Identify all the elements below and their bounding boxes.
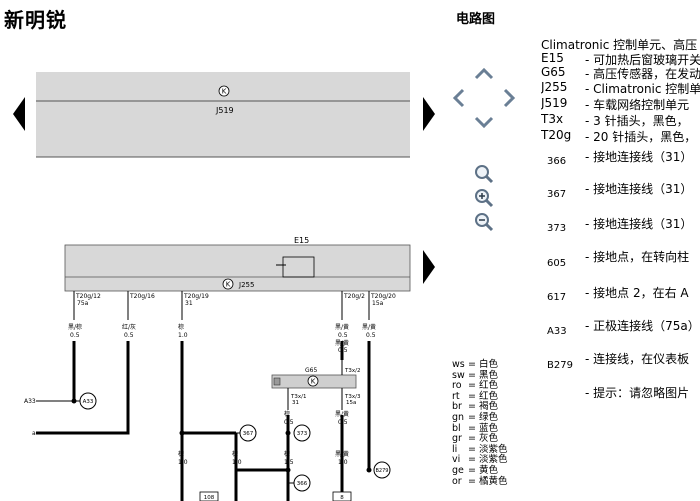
color-code-row: ge= 黄色 [452,464,498,476]
legend-item: G65- 高压传感器，在发动机舱 [541,65,700,81]
arrow-right-icon[interactable] [423,97,435,135]
svg-text:黑/黄: 黑/黄 [335,450,349,458]
k-symbol [218,85,230,97]
svg-text:T20g/12: T20g/12 [75,293,101,300]
a-wire-label: a [32,430,36,437]
svg-text:15a: 15a [346,400,356,406]
svg-text:T3x/1: T3x/1 [290,394,306,400]
svg-text:黑/棕: 黑/棕 [68,323,82,331]
color-code-row: gr= 灰色 [452,433,498,445]
svg-text:15a: 15a [372,300,384,307]
svg-text:T20g/19: T20g/19 [183,293,209,300]
svg-text:1.0: 1.0 [232,459,242,466]
legend-item: T3x- 3 针插头，黑色， [541,112,689,128]
svg-text:棕: 棕 [178,323,184,331]
color-code-row: bl= 蓝色 [452,422,498,434]
svg-text:黑/黄: 黑/黄 [335,410,349,418]
svg-text:T3x/3: T3x/3 [344,394,361,400]
color-code-row: vi= 淡紫色 [452,454,508,466]
a33-wire-label: A33 [24,398,36,405]
e15-label: E15 [294,236,309,245]
zoom-icon[interactable] [473,163,495,189]
svg-text:K: K [226,281,231,289]
svg-text:0.5: 0.5 [366,332,376,339]
pan-right-icon[interactable] [502,88,516,112]
svg-text:0.5: 0.5 [284,419,294,426]
svg-text:T20g/2: T20g/2 [343,293,365,300]
legend-item: 617- 接地点 2，在右 A [547,286,689,302]
svg-text:K: K [311,378,316,386]
svg-text:75a: 75a [77,300,89,307]
color-code-row: rt= 红色 [452,390,498,402]
svg-text:0.5: 0.5 [338,332,348,339]
legend-item: B279- 连接线，在仪表板 [547,352,690,368]
a33-ref: A33 [83,399,94,405]
ground-373: 373 [297,431,308,437]
color-code-row: br= 褐色 [452,401,498,413]
j519-label: J519 [215,106,234,115]
g65-label: G65 [305,367,317,374]
zoom-out-icon[interactable] [473,211,495,237]
legend-heading: Climatronic 控制单元、高压 [541,38,698,52]
svg-text:1.5: 1.5 [284,459,294,466]
legend-item: E15- 可加热后窗玻璃开关 [541,51,700,67]
svg-text:1.0: 1.0 [178,459,188,466]
pan-left-icon[interactable] [452,88,466,112]
color-code-row: ws= 白色 [452,359,498,370]
svg-text:棕: 棕 [178,450,184,458]
color-code-row: or= 橘黄色 [452,475,508,487]
svg-text:0.5: 0.5 [124,332,134,339]
ground-366: 366 [297,481,308,487]
legend-item: T20g- 20 针插头，黑色， [541,128,697,144]
svg-text:T20g/20: T20g/20 [370,293,396,300]
connection-b279: B279 [376,468,389,474]
svg-text:T20g/16: T20g/16 [129,293,155,300]
legend-item: - 提示：请忽略图片 [585,386,690,400]
svg-text:0.5: 0.5 [338,419,348,426]
legend-item: 373- 接地连接线（31） [547,217,693,233]
pan-down-icon[interactable] [474,114,494,133]
legend-item: J519- 车载网络控制单元 [541,96,690,112]
j255-label: J255 [238,281,254,289]
svg-text:红/灰: 红/灰 [122,323,136,331]
arrow-right-icon[interactable] [423,250,435,288]
legend-item: 605- 接地点，在转向柱 [547,250,690,266]
svg-text:31: 31 [185,300,193,307]
svg-text:0.5: 0.5 [338,347,348,354]
legend-item: 367- 接地连接线（31） [547,182,693,198]
svg-text:黑/黄: 黑/黄 [362,323,376,331]
legend-item: J255- Climatronic 控制单元 [541,80,700,96]
color-code-row: ro= 红色 [452,380,498,392]
color-code-row: li= 淡紫色 [452,443,508,455]
color-code-row: gn= 绿色 [452,411,498,423]
brand-title: 新明锐 [4,8,67,32]
svg-text:棕: 棕 [284,450,290,458]
svg-text:T3x/2: T3x/2 [344,368,360,374]
svg-text:黑/黄: 黑/黄 [335,339,349,347]
page-title: 电路图 [456,12,496,27]
k-symbol-label: K [222,88,227,96]
ground-367: 367 [243,431,254,437]
color-code-table: ws= 白色 sw= 黑色 ro= 红色 rt= 红色 br= 褐色 gn= 绿… [452,359,508,487]
ref-8: 8 [340,495,344,501]
svg-text:1.0: 1.0 [178,332,188,339]
svg-text:31: 31 [292,400,299,406]
svg-text:0.5: 0.5 [70,332,80,339]
arrow-left-icon[interactable] [13,97,25,135]
svg-text:1.0: 1.0 [338,459,348,466]
ref-108: 108 [204,495,215,501]
color-code-row: sw= 黑色 [452,369,498,381]
svg-text:棕: 棕 [232,450,238,458]
svg-text:黑/黄: 黑/黄 [335,323,349,331]
legend-item: 366- 接地连接线（31） [547,150,693,166]
circuit-diagram: K J519 E15 K J255 T20g/12 75a T20g/16 T2… [24,72,411,501]
zoom-in-icon[interactable] [473,187,495,213]
svg-text:棕: 棕 [284,410,290,418]
legend-item: A33- 正极连接线（75a） [547,319,700,335]
j255-component [64,244,411,292]
pan-up-icon[interactable] [474,66,494,85]
